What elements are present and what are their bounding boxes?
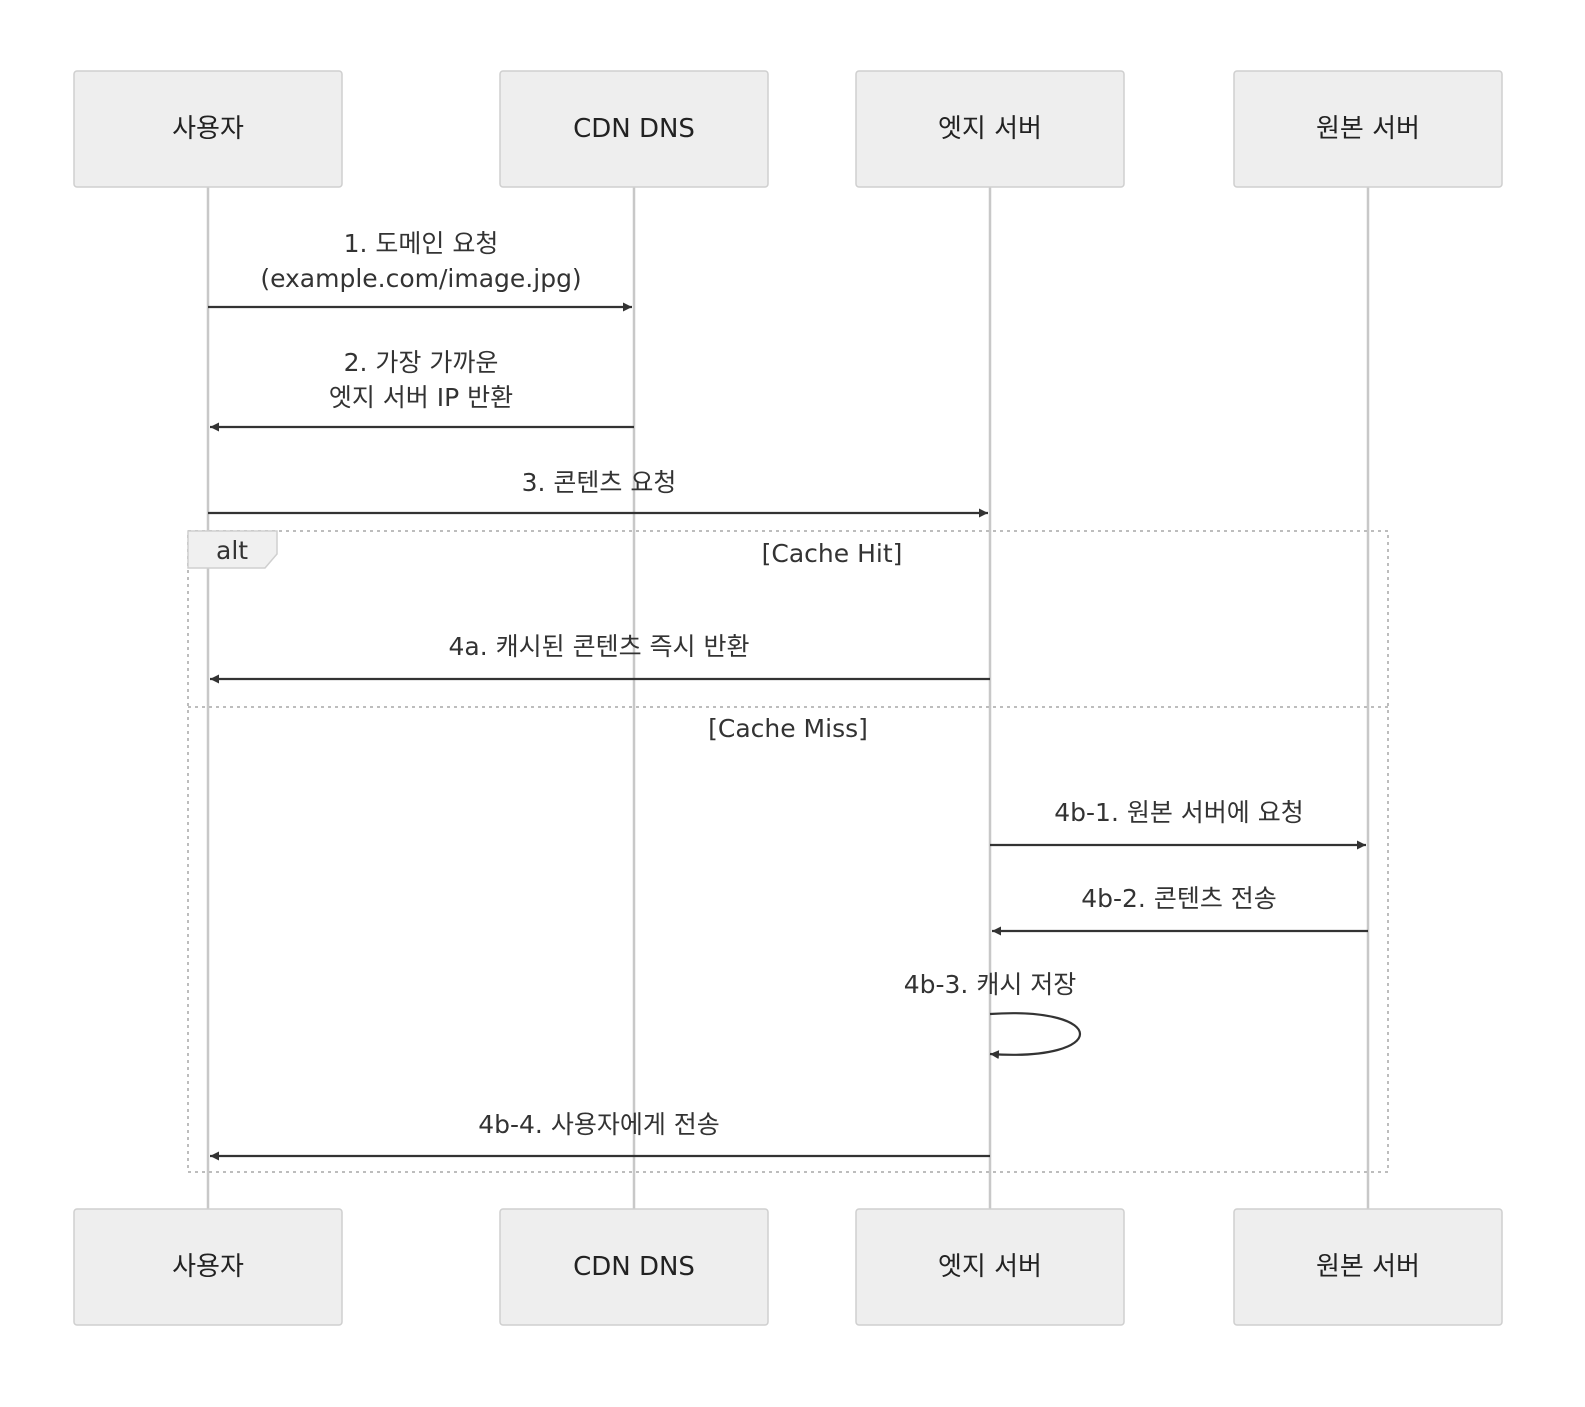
- actor-dns-top: CDN DNS: [499, 70, 769, 188]
- message-6: 4b-2. 콘텐츠 전송: [992, 884, 1368, 936]
- alt-frame-tab: [187, 530, 278, 569]
- actor-box: [499, 1208, 769, 1326]
- message-3: 3. 콘텐츠 요청: [208, 468, 988, 518]
- actor-box: [73, 70, 343, 188]
- message-label: 4a. 캐시된 콘텐츠 즉시 반환: [449, 632, 750, 661]
- message-8: 4b-4. 사용자에게 전송: [210, 1110, 990, 1161]
- message-label: 4b-2. 콘텐츠 전송: [1081, 884, 1277, 913]
- alt-frame-label: alt: [216, 536, 248, 565]
- actor-box: [855, 70, 1125, 188]
- message-5: 4b-1. 원본 서버에 요청: [990, 798, 1366, 850]
- message-arrow: [989, 1012, 1082, 1060]
- message-label: 4b-4. 사용자에게 전송: [478, 1110, 720, 1139]
- message-label: 1. 도메인 요청: [344, 229, 499, 258]
- actor-label: 원본 서버: [1316, 114, 1420, 144]
- actor-dns-bottom: CDN DNS: [499, 1208, 769, 1326]
- message-4: 4a. 캐시된 콘텐츠 즉시 반환: [210, 632, 990, 684]
- actor-label: 엣지 서버: [938, 1252, 1042, 1282]
- actor-user-bottom: 사용자: [73, 1208, 343, 1326]
- alt-condition-cache-hit: [Cache Hit]: [762, 539, 903, 568]
- message-label: 4b-1. 원본 서버에 요청: [1054, 798, 1304, 827]
- message-label: (example.com/image.jpg): [260, 264, 581, 293]
- message-label: 2. 가장 가까운: [344, 348, 499, 377]
- actor-label: CDN DNS: [573, 1252, 695, 1282]
- message-label: 4b-3. 캐시 저장: [904, 970, 1077, 999]
- actor-label: CDN DNS: [573, 114, 695, 144]
- actor-label: 엣지 서버: [938, 114, 1042, 144]
- actor-origin-top: 원본 서버: [1233, 70, 1503, 188]
- actor-edge-bottom: 엣지 서버: [855, 1208, 1125, 1326]
- message-label: 3. 콘텐츠 요청: [522, 468, 677, 497]
- alt-frame: alt [Cache Hit] [Cache Miss]: [187, 530, 1389, 1173]
- actor-box: [1233, 70, 1503, 188]
- actor-label: 원본 서버: [1316, 1252, 1420, 1282]
- actor-box: [499, 70, 769, 188]
- message-label: 엣지 서버 IP 반환: [329, 383, 513, 412]
- message-7: 4b-3. 캐시 저장: [904, 970, 1082, 1060]
- actor-edge-top: 엣지 서버: [855, 70, 1125, 188]
- actor-user-top: 사용자: [73, 70, 343, 188]
- actor-box: [1233, 1208, 1503, 1326]
- message-1: 1. 도메인 요청 (example.com/image.jpg): [208, 229, 632, 312]
- actor-label: 사용자: [172, 1252, 244, 1282]
- actor-box: [73, 1208, 343, 1326]
- actor-label: 사용자: [172, 114, 244, 144]
- actor-origin-bottom: 원본 서버: [1233, 1208, 1503, 1326]
- alt-condition-cache-miss: [Cache Miss]: [708, 714, 868, 743]
- actor-box: [855, 1208, 1125, 1326]
- alt-frame-border: [187, 530, 1389, 1173]
